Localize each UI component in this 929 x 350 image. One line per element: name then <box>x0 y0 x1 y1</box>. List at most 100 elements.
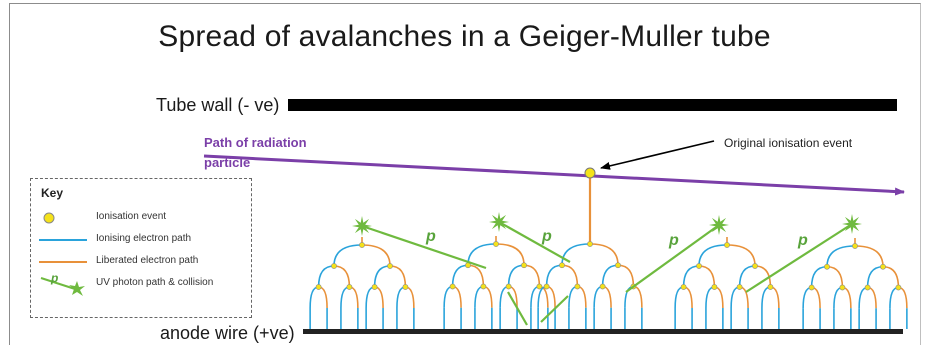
radiation-path-label: Path of radiation particle <box>204 135 307 170</box>
liberated-electron-path <box>589 243 619 266</box>
ionising-electron-path <box>333 244 363 267</box>
ionisation-event-dot <box>615 262 621 269</box>
ionising-electron-path <box>568 285 578 308</box>
liberated-electron-path <box>826 265 844 288</box>
ionising-electron-path <box>698 244 728 267</box>
ionisation-event-dot <box>711 284 718 290</box>
liberated-electron-path <box>898 286 908 309</box>
svg-text:p: p <box>50 271 58 285</box>
uv-collision-star-icon <box>352 216 372 236</box>
key-item-label: Ionising electron path <box>96 233 192 244</box>
ionising-electron-path <box>365 286 375 309</box>
liberated-electron-path <box>483 285 493 308</box>
avalanche-tree <box>537 236 643 329</box>
uv-photon-path <box>625 224 720 293</box>
ionisation-event-dot <box>680 284 687 290</box>
liberated-electron-path <box>467 264 485 287</box>
ionising-electron-path <box>601 264 619 287</box>
green-arrow-star-icon: p <box>40 271 85 296</box>
original-ionisation-event <box>584 167 596 179</box>
yellow-circle-icon <box>43 212 55 224</box>
liberated-electron-path <box>683 286 693 309</box>
ionising-electron-path <box>443 285 453 308</box>
key-item: Ionising electron path <box>39 231 249 249</box>
ionisation-event-dot <box>402 284 409 290</box>
ionisation-event-dot <box>387 263 393 269</box>
radiation-path-arrow <box>203 154 905 196</box>
ionisation-event-dot <box>536 283 543 290</box>
liberated-electron-path <box>726 244 756 267</box>
ionising-electron-path <box>682 265 700 288</box>
blue-line-icon <box>39 239 87 241</box>
liberated-electron-path <box>405 286 415 309</box>
avalanche-tree <box>802 238 908 329</box>
liberated-electron-path <box>698 265 716 288</box>
liberated-electron-path <box>854 245 884 267</box>
ionisation-event-dot <box>752 263 758 269</box>
key-item-label: UV photon path & collision <box>96 277 214 288</box>
ionising-electron-path <box>889 286 899 309</box>
ionising-electron-path <box>373 265 391 288</box>
orange-line-icon <box>39 261 87 263</box>
liberated-electron-path <box>389 265 407 288</box>
ionisation-event-dot <box>808 284 815 291</box>
liberated-electron-path <box>617 264 635 287</box>
uv-collision-star-icon <box>842 214 862 234</box>
ionising-electron-path <box>866 265 884 288</box>
ionisation-event-dot <box>543 283 550 290</box>
ionisation-event-dot <box>587 241 593 247</box>
ionisation-event-dot <box>449 283 456 290</box>
ionising-electron-path <box>499 285 509 308</box>
ionising-electron-path <box>309 286 319 309</box>
liberated-electron-path <box>333 265 351 288</box>
ionising-electron-path <box>810 265 828 288</box>
avalanche-group <box>309 236 908 329</box>
liberated-electron-path <box>561 264 579 287</box>
liberated-electron-path <box>811 286 821 309</box>
liberated-electron-path <box>349 286 359 309</box>
ionising-electron-path <box>474 285 484 308</box>
uv-photon-path <box>498 221 571 263</box>
liberated-electron-path <box>452 285 462 308</box>
key-item-label: Liberated electron path <box>96 255 199 266</box>
ionising-electron-path <box>561 243 591 266</box>
ionising-electron-path <box>317 265 335 288</box>
ionisation-event-dot <box>480 283 487 290</box>
ionisation-event-dot <box>880 263 886 270</box>
ionising-electron-path <box>340 286 350 309</box>
uv-collision-star-icon <box>489 212 509 232</box>
ionising-electron-path <box>451 264 469 287</box>
ionising-electron-path <box>833 286 843 309</box>
ionisation-event-dot <box>696 263 702 269</box>
tube-wall <box>288 99 897 111</box>
original-event-label: Original ionisation event <box>724 136 853 150</box>
photon-label: p <box>798 232 808 249</box>
liberated-electron-path <box>842 286 852 309</box>
ionising-electron-path <box>730 286 740 309</box>
liberated-electron-path <box>882 265 900 288</box>
key-item: p UV photon path & collision <box>39 271 249 296</box>
ionisation-event-dot <box>824 263 830 270</box>
liberated-electron-path <box>714 286 724 309</box>
liberated-electron-path <box>361 244 391 267</box>
ionisation-event-dot <box>331 263 337 269</box>
page-title: Spread of avalanches in a Geiger-Muller … <box>158 20 771 53</box>
ionisation-event-dot <box>574 283 581 290</box>
ionising-electron-path <box>396 286 406 309</box>
figure-frame <box>9 3 921 345</box>
ionising-electron-path <box>826 245 856 267</box>
photon-label: p <box>426 228 436 245</box>
ionisation-event-dot <box>767 284 774 290</box>
avalanche-tree <box>309 237 415 329</box>
avalanche-tree <box>443 236 549 329</box>
liberated-electron-path <box>633 285 643 308</box>
liberated-electron-path <box>318 286 328 309</box>
key-item-label: Ionisation event <box>96 211 167 222</box>
ionisation-event-dot <box>736 284 743 290</box>
uv-collision-star-icon <box>709 215 729 235</box>
ionisation-event-dot <box>839 284 846 291</box>
ionising-electron-path <box>761 286 771 309</box>
original-event-pointer <box>600 140 715 170</box>
liberated-electron-path <box>374 286 384 309</box>
